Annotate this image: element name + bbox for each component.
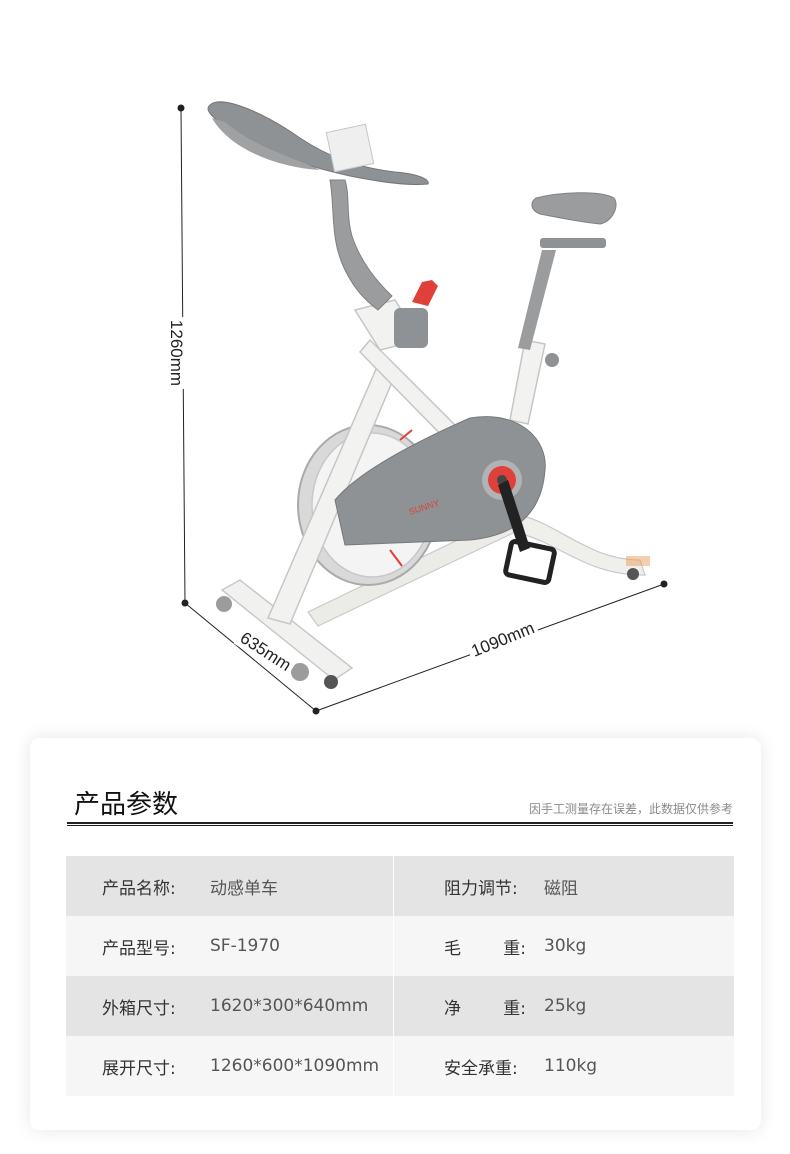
spec-label-gross-weight-a: 毛 (444, 938, 461, 959)
spec-panel: 产品参数 因手工测量存在误差，此数据仅供参考 产品名称: 动感单车 阻力调节: … (30, 738, 761, 1130)
spec-cell: 产品名称: 动感单车 (66, 856, 394, 916)
spec-label-max-load: 安全承重: (444, 1058, 518, 1079)
spec-row: 产品型号: SF-1970 毛 重: 30kg (66, 916, 734, 976)
seat-assembly (518, 192, 617, 367)
spec-value-net-weight: 25kg (544, 996, 587, 1016)
crank-pedal (498, 480, 557, 585)
spec-label-net-weight: 净 重: (444, 994, 526, 1019)
spec-label-unfolded-size: 展开尺寸: (102, 1058, 176, 1079)
spec-row: 外箱尺寸: 1620*300*640mm 净 重: 25kg (66, 976, 734, 1036)
spec-label-net-weight-a: 净 (444, 998, 461, 1019)
dimension-height-label: 1260mm (166, 316, 187, 390)
spec-cell: 展开尺寸: 1260*600*1090mm (66, 1036, 394, 1096)
spec-label-resistance: 阻力调节: (444, 878, 518, 899)
spec-panel-title: 产品参数 (74, 790, 179, 820)
spec-row: 产品名称: 动感单车 阻力调节: 磁阻 (66, 856, 734, 916)
spec-value-resistance: 磁阻 (544, 878, 578, 899)
spec-cell: 毛 重: 30kg (394, 916, 734, 976)
spec-label-model: 产品型号: (102, 938, 176, 959)
spin-bike-illustration: SUNNY (177, 101, 668, 715)
spec-cell: 安全承重: 110kg (394, 1036, 734, 1096)
handlebar-post (207, 101, 429, 311)
spec-cell: 净 重: 25kg (394, 976, 734, 1036)
spec-cell: 阻力调节: 磁阻 (394, 856, 734, 916)
measurement-disclaimer: 因手工测量存在误差，此数据仅供参考 (528, 802, 733, 816)
spec-value-box-size: 1620*300*640mm (210, 996, 369, 1016)
spec-label-box-size: 外箱尺寸: (102, 998, 176, 1019)
spec-label-gross-weight: 毛 重: (444, 934, 526, 959)
spec-table: 产品名称: 动感单车 阻力调节: 磁阻 产品型号: SF-1970 毛 重: 3… (66, 856, 734, 1096)
spec-cell: 产品型号: SF-1970 (66, 916, 394, 976)
spec-value-gross-weight: 30kg (544, 936, 587, 956)
spec-label-product-name: 产品名称: (102, 878, 176, 899)
product-hero: SUNNY 1260mm 635mm 1090mm (166, 101, 668, 715)
spec-value-model: SF-1970 (210, 936, 280, 956)
spec-label-net-weight-b: 重: (503, 998, 526, 1019)
spec-cell: 外箱尺寸: 1620*300*640mm (66, 976, 394, 1036)
title-divider (67, 822, 733, 826)
bike-frame (266, 299, 546, 625)
spec-value-max-load: 110kg (544, 1056, 598, 1076)
spec-label-gross-weight-b: 重: (503, 938, 526, 959)
spec-value-unfolded-size: 1260*600*1090mm (210, 1056, 380, 1076)
spec-value-product-name: 动感单车 (210, 878, 278, 899)
resistance-knob (394, 280, 438, 348)
spec-row: 展开尺寸: 1260*600*1090mm 安全承重: 110kg (66, 1036, 734, 1096)
